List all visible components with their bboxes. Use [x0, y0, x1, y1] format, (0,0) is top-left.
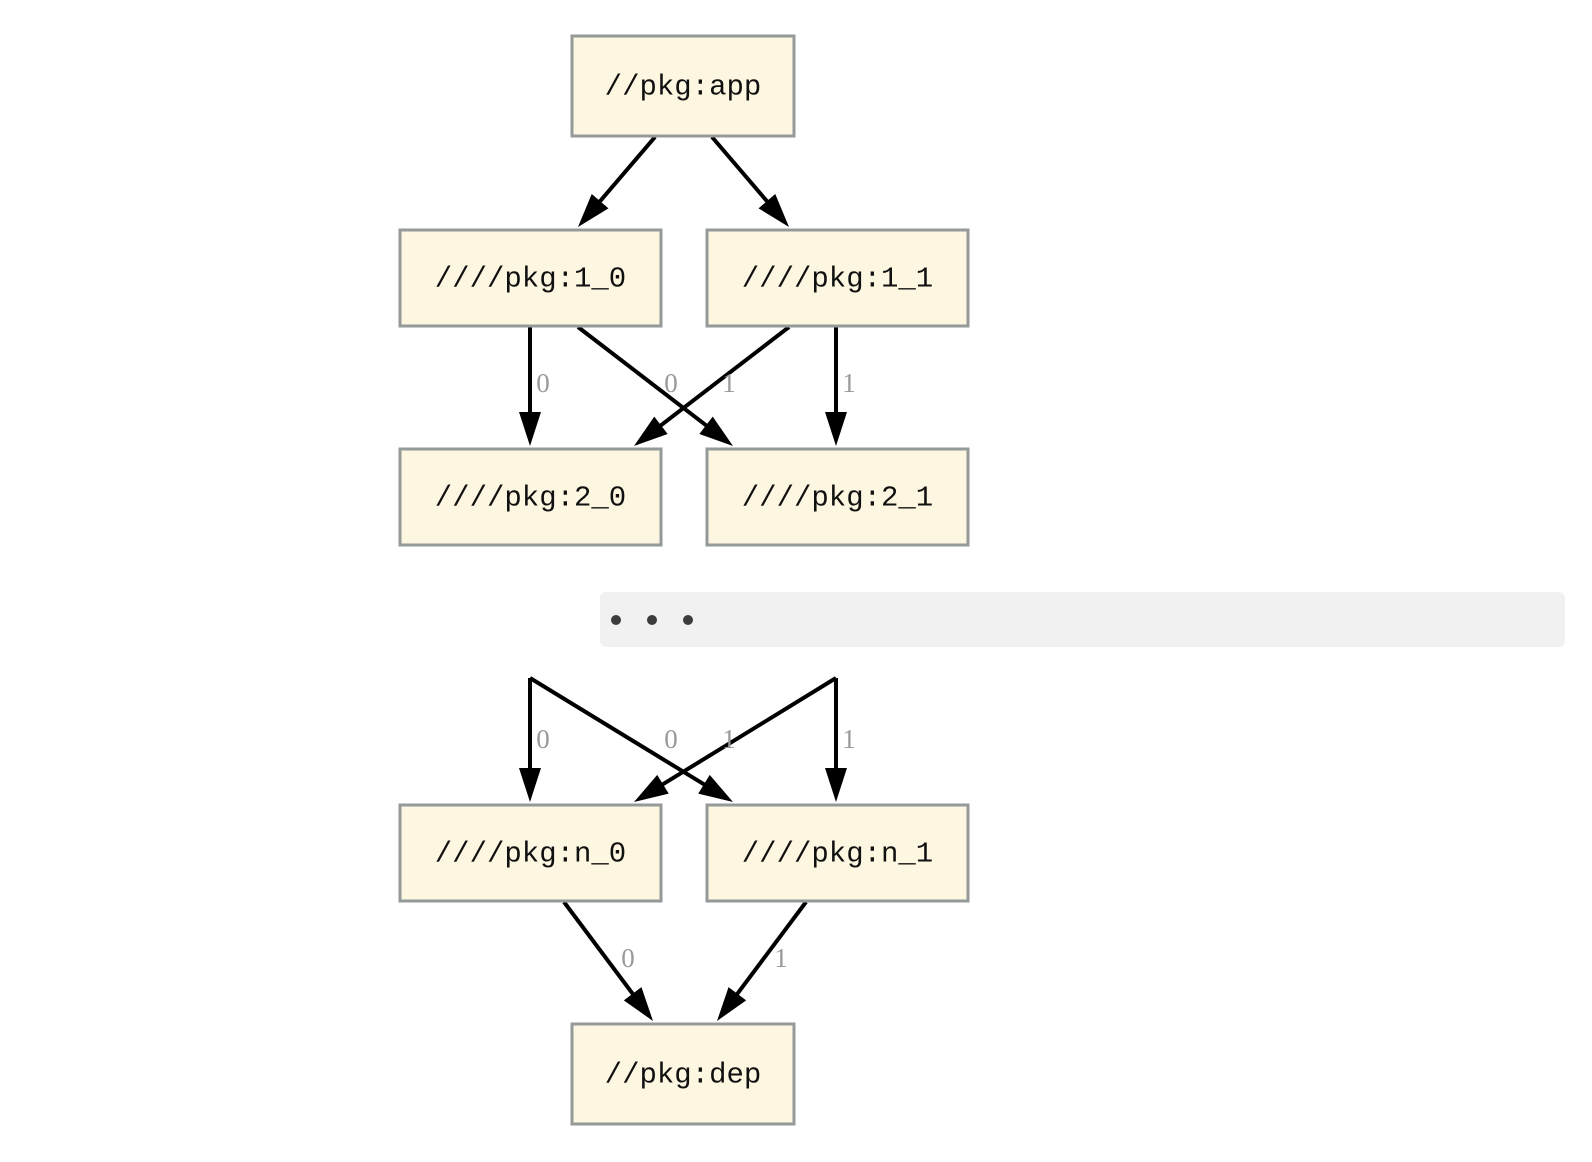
edge-label: 0: [664, 724, 678, 754]
edge-label: 1: [774, 943, 788, 973]
node-box[interactable]: [398, 228, 663, 328]
edge-line: [576, 325, 713, 431]
graph-node-n1_1[interactable]: ////pkg:1_1: [705, 228, 970, 328]
edge-line: [732, 900, 808, 1000]
edge-line: [594, 135, 657, 208]
ellipsis-separator: [600, 592, 1565, 647]
edge-line: [656, 676, 838, 790]
node-box[interactable]: [705, 447, 970, 547]
node-box[interactable]: [570, 34, 796, 138]
graph-node-dep[interactable]: //pkg:dep: [570, 1022, 796, 1126]
node-label: //pkg:app: [605, 71, 762, 104]
edge-arrowhead: [825, 768, 847, 802]
edge-line: [710, 135, 773, 208]
graph-node-nn_1[interactable]: ////pkg:n_1: [705, 803, 970, 903]
edge-arrowhead: [825, 412, 847, 446]
ellipsis-dot: [611, 615, 621, 625]
edge-arrowhead: [698, 774, 733, 802]
ellipsis-band: [600, 592, 1565, 647]
graph-node-n2_0[interactable]: ////pkg:2_0: [398, 447, 663, 547]
edge-line: [528, 676, 711, 790]
node-label: ////pkg:n_1: [742, 838, 933, 871]
edge-arrowhead: [519, 412, 541, 446]
edge-label: 1: [842, 368, 856, 398]
node-box[interactable]: [398, 803, 663, 903]
graph-node-n2_1[interactable]: ////pkg:2_1: [705, 447, 970, 547]
edge-label: 1: [842, 724, 856, 754]
edge-label: 0: [536, 368, 550, 398]
edge-arrowhead: [623, 987, 653, 1021]
edges-layer: 0 0 1 1 0 0 1 1 0 1: [519, 135, 856, 1021]
node-label: ////pkg:1_1: [742, 263, 933, 296]
edge-line: [654, 325, 791, 431]
edge-arrowhead: [758, 194, 789, 227]
edge-arrowhead: [699, 416, 733, 446]
graph-node-n1_0[interactable]: ////pkg:1_0: [398, 228, 663, 328]
node-label: //pkg:dep: [605, 1059, 762, 1092]
node-label: ////pkg:2_1: [742, 482, 933, 515]
ellipsis-dot: [647, 615, 657, 625]
edge-label: 0: [664, 368, 678, 398]
ellipsis-dot: [683, 615, 693, 625]
node-label: ////pkg:2_0: [435, 482, 626, 515]
node-box[interactable]: [570, 1022, 796, 1126]
node-box[interactable]: [398, 447, 663, 547]
node-box[interactable]: [705, 228, 970, 328]
edge-label: 0: [621, 943, 635, 973]
edge-arrowhead: [578, 194, 609, 227]
edge-arrowhead: [634, 416, 668, 446]
edge-label: 1: [722, 368, 736, 398]
edge-arrowhead: [634, 774, 669, 802]
nodes-layer: //pkg:app ////pkg:1_0 ////pkg:1_1 ////pkg:2…: [398, 34, 970, 1126]
edge-label: 1: [722, 724, 736, 754]
edge-arrowhead: [519, 768, 541, 802]
edge-arrowhead: [717, 987, 747, 1021]
edge-line: [562, 900, 638, 1000]
node-label: ////pkg:n_0: [435, 838, 626, 871]
graph-node-nn_0[interactable]: ////pkg:n_0: [398, 803, 663, 903]
graph-node-app[interactable]: //pkg:app: [570, 34, 796, 138]
node-label: ////pkg:1_0: [435, 263, 626, 296]
node-box[interactable]: [705, 803, 970, 903]
edge-label: 0: [536, 724, 550, 754]
